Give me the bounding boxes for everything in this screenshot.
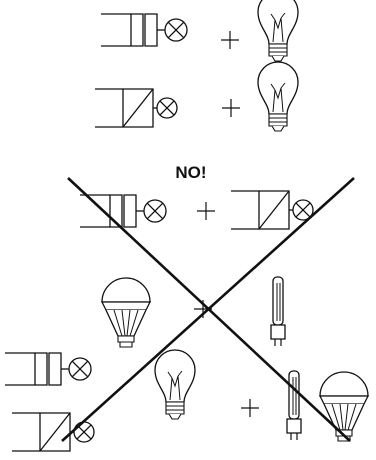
allowed-combination-1 <box>101 0 298 61</box>
incandescent-bulb-icon-3 <box>155 350 195 419</box>
allowed-combination-2 <box>95 62 298 131</box>
fluorescent-tube-icon-2 <box>287 371 301 440</box>
forbidden-section <box>5 178 368 451</box>
fluorescent-tube-icon-1 <box>271 277 285 346</box>
plus-sign-2 <box>222 99 240 117</box>
converter-lamp-symbol-2 <box>231 191 313 229</box>
converter-lamp-symbol-3 <box>12 413 94 451</box>
incandescent-bulb-icon-2 <box>258 62 298 131</box>
plus-sign-3 <box>197 202 215 220</box>
incandescent-bulb-icon-1 <box>258 0 298 61</box>
plus-sign-1 <box>221 31 239 49</box>
led-bulb-icon-2 <box>320 372 368 441</box>
led-bulb-icon-1 <box>102 278 150 347</box>
transformer-lamp-symbol-1 <box>101 14 187 46</box>
converter-lamp-symbol-1 <box>95 89 177 127</box>
plus-sign-5 <box>241 399 259 417</box>
warning-label: NO! <box>160 163 222 183</box>
transformer-lamp-symbol-3 <box>5 353 91 385</box>
